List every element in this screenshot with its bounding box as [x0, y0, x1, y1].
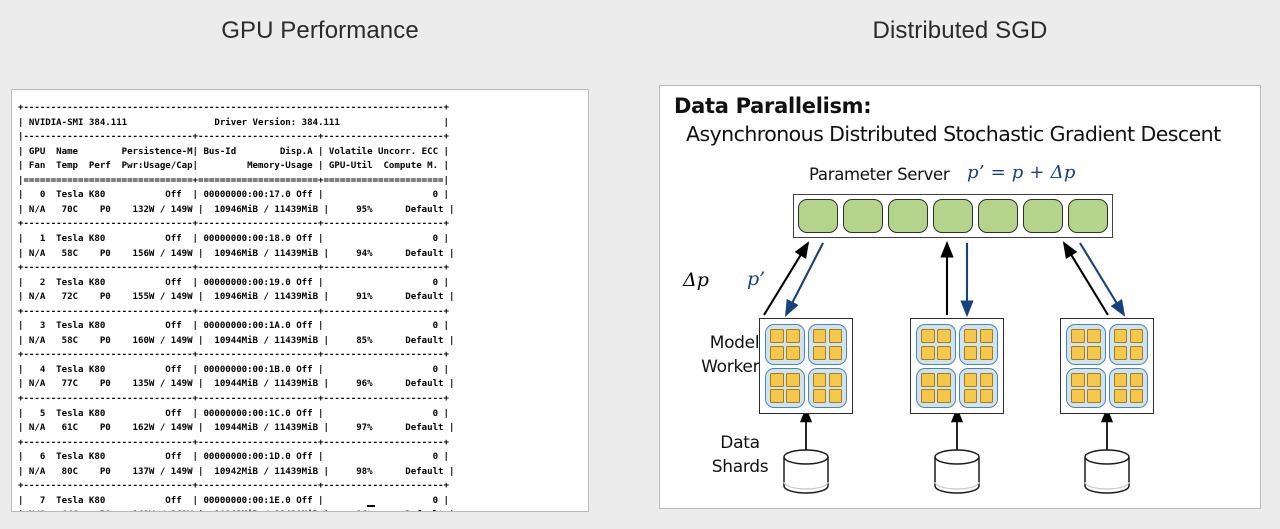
right-half: Distributed SGD Data Parallelism: Asynch… — [640, 0, 1280, 529]
chip-core — [1071, 389, 1085, 403]
chip-core — [770, 389, 784, 403]
chip-core — [812, 389, 826, 403]
chip-core — [1071, 372, 1085, 387]
diagram-subheading: Asynchronous Distributed Stochastic Grad… — [686, 122, 1221, 146]
worker-chip — [1108, 324, 1148, 365]
parameter-shard-cell — [1068, 199, 1108, 233]
chip-core — [828, 329, 842, 343]
chip-core — [786, 345, 800, 360]
chip-core — [1071, 329, 1085, 343]
parameter-shard-cell — [843, 199, 883, 233]
chip-core — [979, 329, 993, 343]
parameter-shard-cell — [798, 199, 838, 233]
worker-chip — [1108, 367, 1148, 408]
page-title-distributed-sgd: Distributed SGD — [872, 17, 1048, 44]
worker-chip — [807, 324, 847, 365]
chip-core — [921, 372, 935, 387]
model-workers-label-line1: Model — [709, 333, 760, 353]
chip-core — [812, 329, 826, 343]
model-worker — [1060, 318, 1154, 414]
model-workers-label-line2: Workers — [701, 357, 768, 377]
chip-core — [921, 345, 935, 360]
worker-chip — [807, 367, 847, 408]
parameter-shard-cell — [888, 199, 928, 233]
chip-core — [1129, 329, 1143, 343]
model-worker — [910, 318, 1004, 414]
chip-core — [979, 372, 993, 387]
chip-core — [963, 345, 977, 360]
chip-core — [1113, 389, 1127, 403]
chip-core — [786, 372, 800, 387]
chip-core — [979, 389, 993, 403]
chip-core — [1087, 389, 1101, 403]
data-shard-cylinder — [934, 449, 980, 494]
chip-core — [770, 372, 784, 387]
worker-chip — [958, 324, 998, 365]
diagram-heading: Data Parallelism: — [674, 94, 872, 118]
chip-core — [828, 345, 842, 360]
worker-chip — [1066, 324, 1106, 365]
model-workers-label: Model Workers — [682, 331, 787, 379]
chip-core — [786, 329, 800, 343]
distributed-sgd-diagram: Data Parallelism: Asynchronous Distribut… — [659, 85, 1261, 509]
worker-chip — [765, 367, 805, 408]
gradient-arrow-right — [1062, 241, 1109, 316]
data-shards-label-line2: Shards — [711, 457, 769, 477]
chip-core — [1071, 345, 1085, 360]
gradient-delta-p-label: Δp — [683, 269, 709, 291]
chip-core — [937, 345, 951, 360]
worker-chip — [765, 324, 805, 365]
data-shard-cylinder — [783, 449, 829, 494]
chip-core — [937, 389, 951, 403]
chip-core — [1113, 329, 1127, 343]
parameter-server-box — [793, 194, 1113, 238]
param-arrow-right — [1079, 242, 1126, 317]
terminal-cursor — [367, 505, 375, 507]
chip-core — [1087, 345, 1101, 360]
param-arrow-left — [785, 242, 824, 317]
chip-core — [812, 372, 826, 387]
chip-core — [921, 329, 935, 343]
worker-chip — [958, 367, 998, 408]
worker-chip — [1066, 367, 1106, 408]
chip-core — [1129, 345, 1143, 360]
chip-core — [770, 345, 784, 360]
chip-core — [828, 372, 842, 387]
chip-core — [921, 389, 935, 403]
gradient-arrow-left — [763, 241, 810, 316]
chip-core — [770, 329, 784, 343]
parameter-shard-cell — [1023, 199, 1063, 233]
parameter-shard-cell — [933, 199, 973, 233]
chip-core — [963, 372, 977, 387]
parameter-p-prime-label: p’ — [747, 268, 766, 290]
chip-core — [1129, 389, 1143, 403]
parameter-server-label: Parameter Server — [809, 165, 950, 184]
chip-core — [963, 329, 977, 343]
chip-core — [828, 389, 842, 403]
chip-core — [1087, 329, 1101, 343]
page-title-gpu-performance: GPU Performance — [221, 17, 419, 44]
model-worker — [759, 318, 853, 414]
chip-core — [812, 345, 826, 360]
parameter-shard-cell — [978, 199, 1018, 233]
chip-core — [979, 345, 993, 360]
chip-core — [1087, 372, 1101, 387]
nvidia-smi-output: +---------------------------------------… — [18, 103, 455, 511]
update-formula: p’ = p + Δp — [967, 162, 1076, 183]
chip-core — [937, 329, 951, 343]
nvidia-smi-screenshot: +---------------------------------------… — [11, 89, 589, 512]
chip-core — [937, 372, 951, 387]
left-half: GPU Performance +-----------------------… — [11, 17, 589, 512]
worker-chip — [916, 324, 956, 365]
chip-core — [1113, 345, 1127, 360]
chip-core — [1129, 372, 1143, 387]
chip-core — [963, 389, 977, 403]
data-shard-cylinder — [1084, 449, 1130, 494]
chip-core — [786, 389, 800, 403]
worker-chip — [916, 367, 956, 408]
chip-core — [1113, 372, 1127, 387]
data-shards-label-line1: Data — [720, 433, 760, 453]
data-shards-label: Data Shards — [690, 431, 790, 479]
